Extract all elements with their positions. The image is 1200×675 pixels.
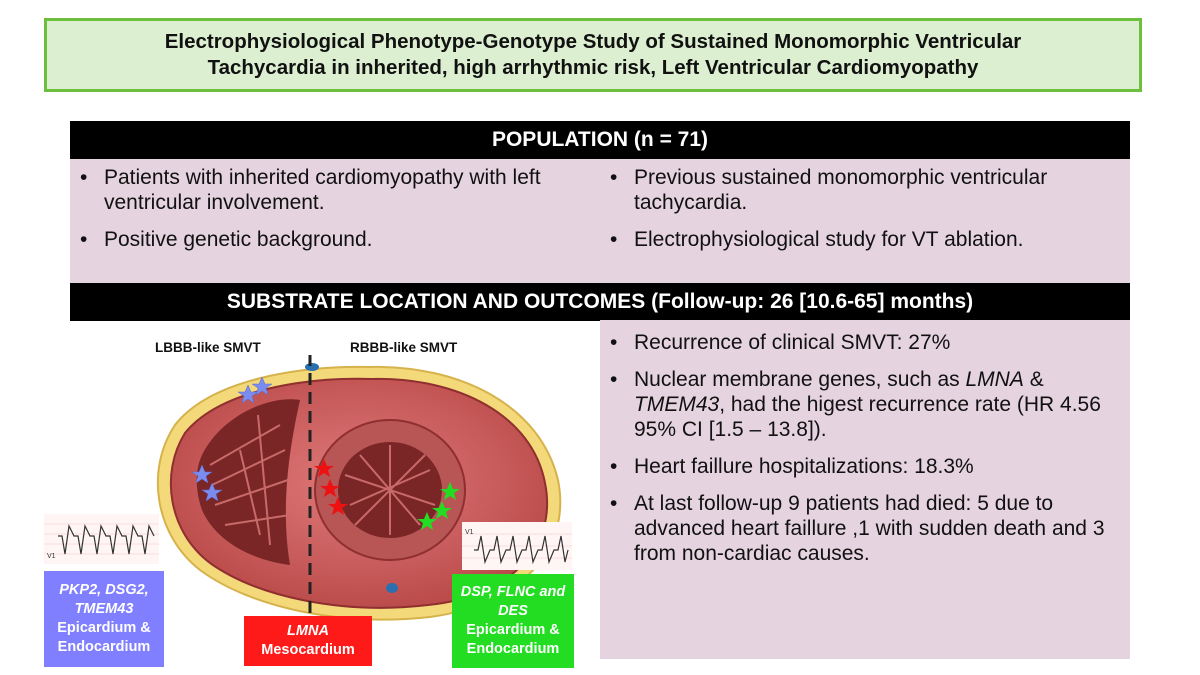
blue-gene-box: PKP2, DSG2, TMEM43 Epicardium & Endocard… — [44, 571, 164, 667]
green-gene-box: DSP, FLNC and DES Epicardium & Endocardi… — [452, 574, 574, 668]
blue-star — [237, 384, 259, 404]
green-star — [432, 501, 452, 519]
ecg-strip-rbbb: V1 — [462, 522, 572, 570]
population-bullet: Positive genetic background. — [74, 227, 604, 252]
red-star — [328, 497, 348, 515]
outcome-bullet-nuclear-genes: Nuclear membrane genes, such as LMNA & T… — [604, 367, 1119, 442]
red-star — [320, 479, 340, 497]
location-label: Epicardium & Endocardium — [57, 620, 151, 655]
outcomes-panel: Recurrence of clinical SMVT: 27% Nuclear… — [600, 320, 1130, 659]
gene-name: LMNA — [965, 368, 1024, 391]
outcome-bullet-hospitalizations: Heart faillure hospitalizations: 18.3% — [604, 454, 1119, 479]
gene-name: TMEM43 — [634, 393, 720, 416]
population-bullet: Previous sustained monomorphic ventricul… — [604, 165, 1124, 215]
outcome-bullet-recurrence: Recurrence of clinical SMVT: 27% — [604, 330, 1119, 355]
population-panel: Patients with inherited cardiomyopathy w… — [70, 159, 1130, 283]
outcomes-header: SUBSTRATE LOCATION AND OUTCOMES (Follow-… — [70, 283, 1130, 321]
outcome-text: & — [1023, 368, 1044, 391]
blue-star — [251, 376, 273, 396]
blue-star — [191, 464, 213, 484]
heart-cross-section — [156, 355, 562, 625]
outcomes-list: Recurrence of clinical SMVT: 27% Nuclear… — [604, 330, 1119, 578]
ecg-strip-lbbb: V1 — [44, 514, 159, 564]
title-line-2: Tachycardia in inherited, high arrhythmi… — [207, 56, 979, 79]
rbbb-label: RBBB-like SMVT — [350, 340, 458, 355]
gene-list: DSP, FLNC and DES — [460, 584, 566, 619]
outcome-text: Nuclear membrane genes, such as — [634, 368, 966, 391]
blue-star — [201, 482, 223, 502]
title-line-1: Electrophysiological Phenotype-Genotype … — [164, 30, 1022, 53]
red-gene-box: LMNA Mesocardium — [244, 616, 372, 666]
outcome-bullet-deaths: At last follow-up 9 patients had died: 5… — [604, 491, 1119, 566]
lbbb-label: LBBB-like SMVT — [155, 340, 261, 355]
green-star — [440, 482, 460, 500]
gene-list: PKP2, DSG2, TMEM43 — [59, 582, 149, 617]
population-header: POPULATION (n = 71) — [70, 121, 1130, 159]
gene-list: LMNA — [287, 623, 329, 639]
population-left-list: Patients with inherited cardiomyopathy w… — [74, 165, 604, 264]
ecg-lead-label: V1 — [47, 553, 56, 560]
green-star — [417, 512, 437, 530]
title-box: Electrophysiological Phenotype-Genotype … — [44, 18, 1142, 92]
location-label: Epicardium & Endocardium — [466, 622, 560, 657]
population-right-list: Previous sustained monomorphic ventricul… — [604, 165, 1124, 264]
ecg-lead-label: V1 — [465, 529, 474, 536]
coronary-vessel — [386, 583, 398, 593]
red-star — [314, 459, 334, 477]
location-label: Mesocardium — [261, 642, 355, 658]
population-bullet: Patients with inherited cardiomyopathy w… — [74, 165, 604, 215]
outcome-text: , had the higest recurrence rate (HR 4.5… — [634, 393, 1101, 441]
population-bullet: Electrophysiological study for VT ablati… — [604, 227, 1124, 252]
coronary-vessel — [305, 363, 319, 371]
